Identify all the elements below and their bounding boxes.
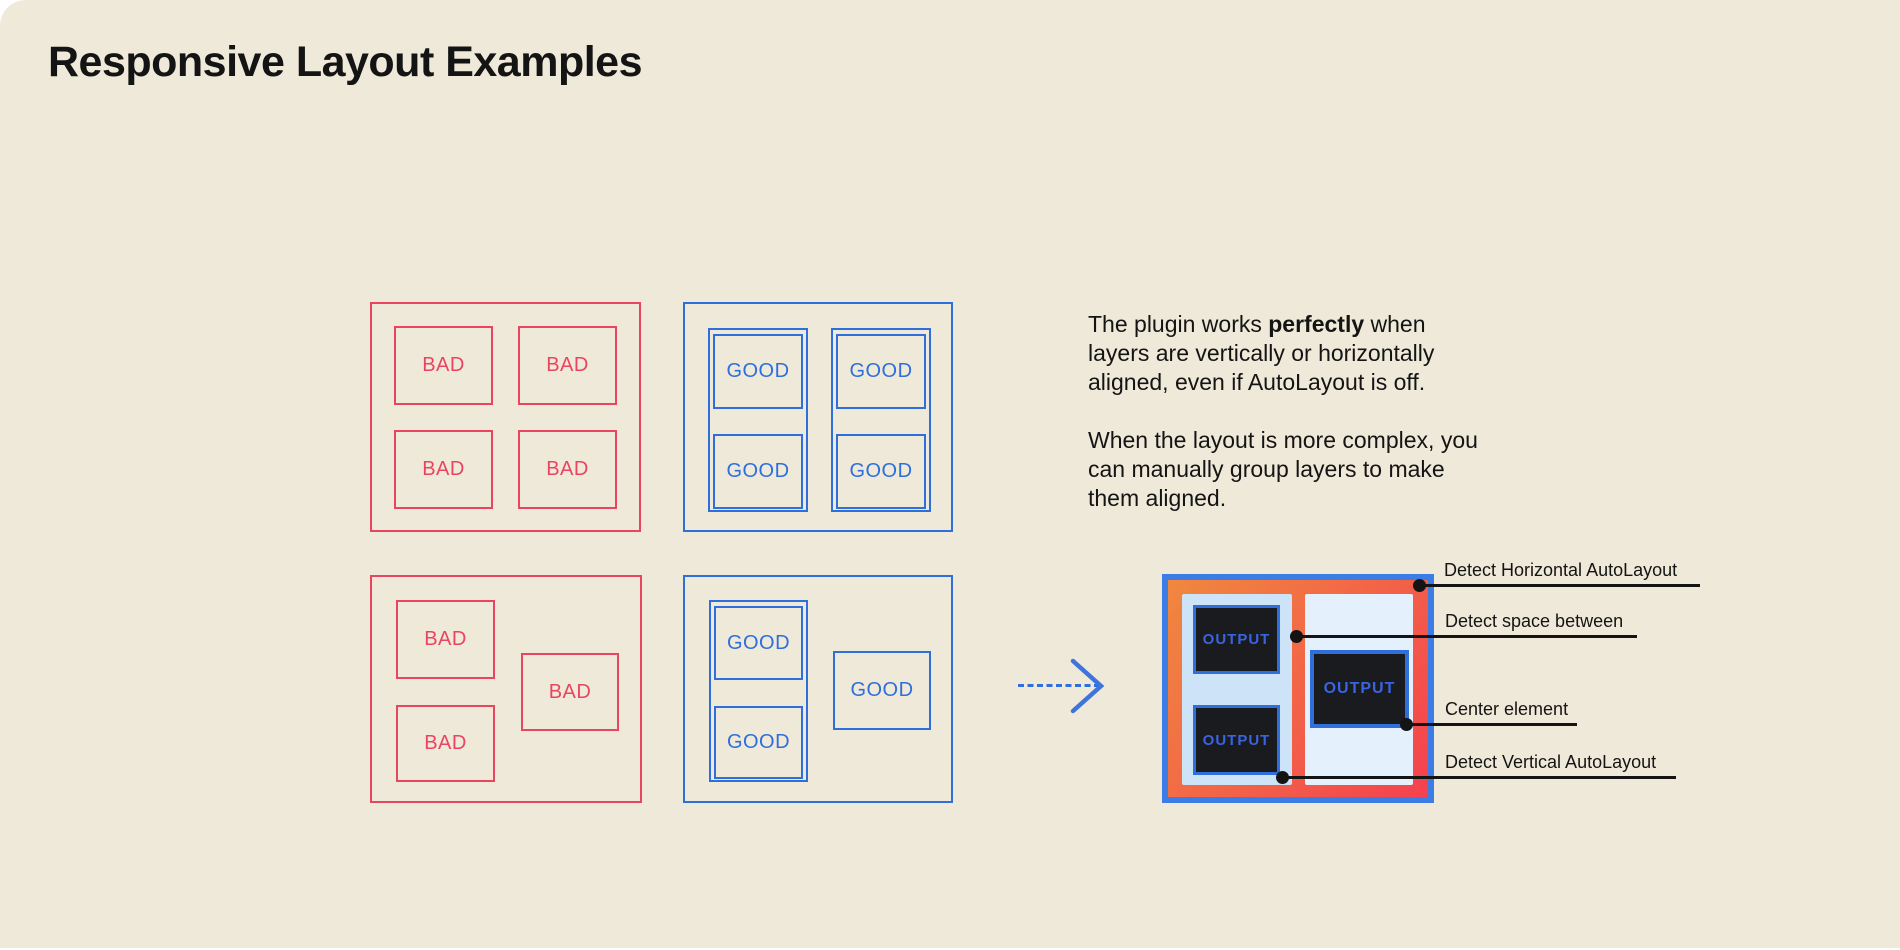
output-box: OUTPUT (1193, 705, 1280, 775)
output-box: OUTPUT (1193, 605, 1280, 674)
bad-complex-container: BAD BAD BAD (370, 575, 642, 803)
paragraph-gap (1088, 397, 1568, 426)
description-line: When the layout is more complex, you (1088, 427, 1478, 453)
annotation-line (1296, 635, 1637, 638)
description-line: can manually group layers to make (1088, 456, 1445, 482)
bad-box: BAD (518, 430, 617, 509)
good-box: GOOD (836, 334, 926, 409)
annotation-line (1406, 723, 1577, 726)
arrow-chevron-icon (1070, 658, 1105, 714)
good-box: GOOD (833, 651, 931, 730)
output-left-group-panel: OUTPUT OUTPUT (1182, 594, 1292, 785)
bad-box: BAD (396, 600, 495, 679)
good-box: GOOD (836, 434, 926, 509)
annotation-label: Detect Vertical AutoLayout (1445, 752, 1657, 772)
good-column-group: GOOD GOOD (831, 328, 931, 512)
good-box: GOOD (713, 434, 803, 509)
good-column-group: GOOD GOOD (709, 600, 808, 782)
annotation-dot (1413, 579, 1426, 592)
output-result-frame: OUTPUT OUTPUT OUTPUT (1162, 574, 1434, 803)
output-right-panel: OUTPUT (1305, 594, 1413, 785)
annotation-line (1282, 776, 1676, 779)
good-box: GOOD (714, 606, 803, 680)
bad-box: BAD (396, 705, 495, 782)
good-box: GOOD (714, 706, 803, 779)
bad-example-grid-container: BAD BAD BAD BAD (370, 302, 641, 532)
annotation-line (1420, 584, 1700, 587)
bad-box: BAD (518, 326, 617, 405)
description-line: layers are vertically or horizontally (1088, 340, 1435, 366)
annotation-label: Detect space between (1445, 611, 1624, 631)
description-line: aligned, even if AutoLayout is off. (1088, 369, 1426, 395)
description-line: The plugin works perfectly when (1088, 311, 1426, 337)
description-text: The plugin works perfectly when layers a… (1088, 310, 1568, 513)
good-box: GOOD (713, 334, 803, 409)
description-line: them aligned. (1088, 485, 1227, 511)
annotation-label: Center element (1445, 699, 1569, 719)
good-complex-container: GOOD GOOD GOOD (683, 575, 953, 803)
bad-box: BAD (394, 326, 493, 405)
output-box: OUTPUT (1310, 650, 1409, 728)
bad-box: BAD (521, 653, 619, 731)
page-title: Responsive Layout Examples (48, 38, 643, 86)
arrow-dashed-line (1018, 684, 1100, 687)
annotation-label: Detect Horizontal AutoLayout (1444, 560, 1678, 580)
good-column-group: GOOD GOOD (708, 328, 808, 512)
bad-box: BAD (394, 430, 493, 509)
good-example-grid-container: GOOD GOOD GOOD GOOD (683, 302, 953, 532)
